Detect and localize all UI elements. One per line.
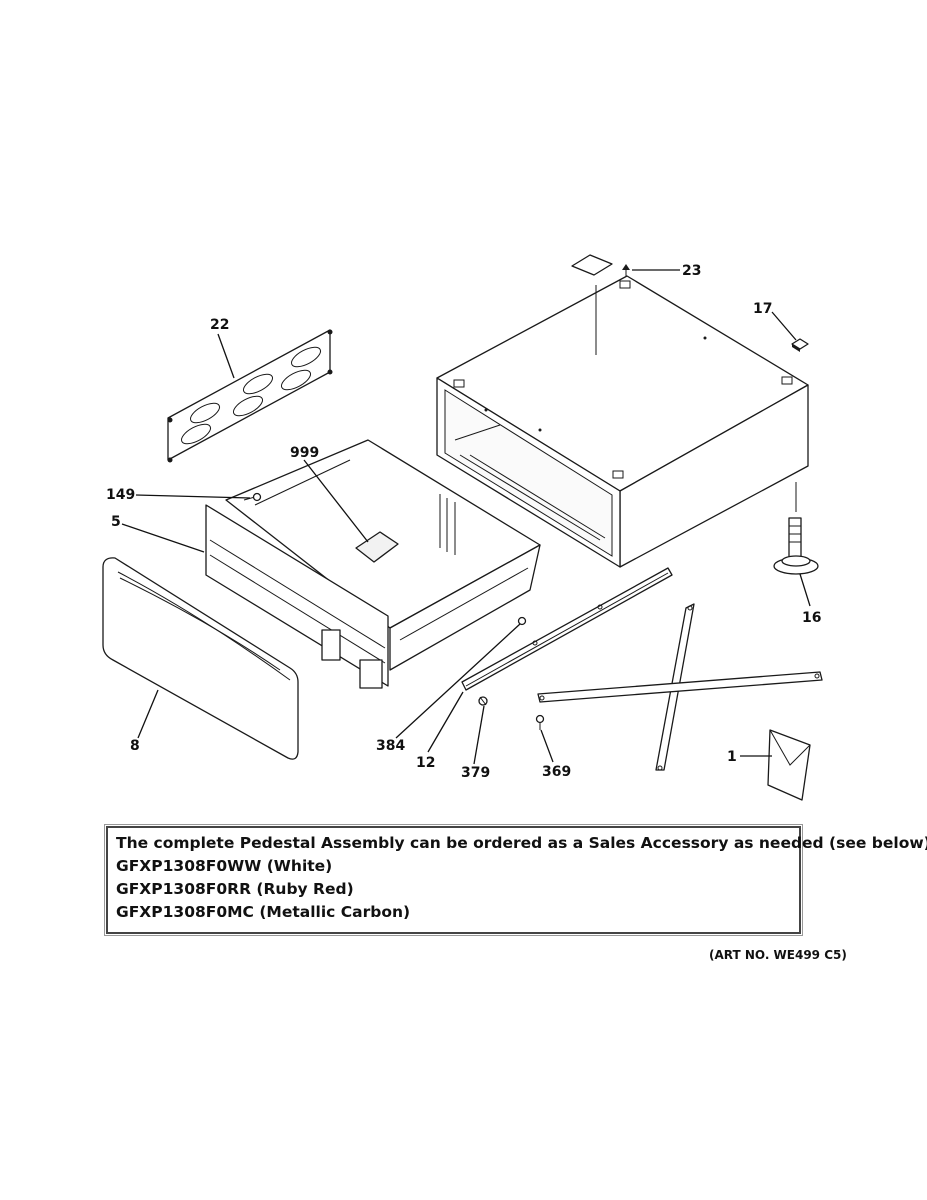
art-number: (ART NO. WE499 C5) [709, 948, 847, 962]
part-8-drawer-front [102, 557, 299, 760]
callout-8: 8 [130, 738, 140, 754]
callout-999: 999 [290, 445, 319, 461]
callout-16: 16 [802, 610, 821, 626]
note-line-4: GFXP1308F0MC (Metallic Carbon) [116, 903, 411, 921]
part-384-screw [517, 616, 527, 626]
note-box [104, 824, 803, 936]
callout-149: 149 [106, 487, 135, 503]
callout-17: 17 [753, 301, 772, 317]
note-line-2: GFXP1308F0WW (White) [116, 857, 333, 875]
note-line-3: GFXP1308F0RR (Ruby Red) [116, 880, 354, 898]
part-22-panel [167, 329, 333, 463]
callout-384: 384 [376, 738, 405, 754]
part-149-screw [243, 492, 262, 502]
part-12-slide-rail [461, 567, 673, 691]
part-23-pad [571, 254, 630, 276]
part-369-screw [535, 714, 545, 730]
callout-23: 23 [682, 263, 701, 279]
leader-lines [121, 269, 811, 765]
part-17-clip [791, 338, 809, 352]
callout-12: 12 [416, 755, 435, 771]
part-1-literature [767, 729, 811, 801]
note-line-1: The complete Pedestal Assembly can be or… [116, 834, 927, 852]
drawer-basket [205, 439, 541, 689]
pedestal-cabinet [436, 275, 809, 568]
callout-5: 5 [111, 514, 121, 530]
callout-379: 379 [461, 765, 490, 781]
part-379-screw [478, 696, 488, 706]
cross-braces [537, 603, 823, 771]
callout-22: 22 [210, 317, 229, 333]
callout-1: 1 [727, 749, 737, 765]
callout-369: 369 [542, 764, 571, 780]
part-16-leveling-leg [773, 482, 819, 575]
